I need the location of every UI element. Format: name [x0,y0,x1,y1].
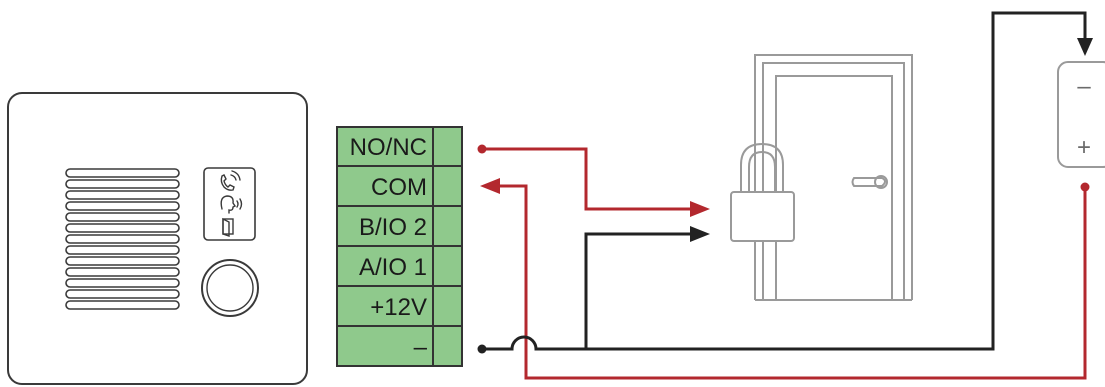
terminal-label-a-io1: A/IO 1 [359,254,427,281]
power-supply-plus-label: + [1077,134,1091,161]
power-supply-minus-label: – [1077,73,1091,100]
terminal-label-com: COM [371,174,427,201]
door-icon [754,54,913,301]
speaking-head-icon [220,195,243,214]
wire-psu-plus-to-com [480,178,1090,380]
phone-call-icon [220,170,241,191]
speaker-grille [65,168,180,310]
terminal-block [336,126,463,367]
terminal-label-no-nc: NO/NC [350,134,427,161]
terminal-label-12v: +12V [370,294,427,321]
call-button [201,259,259,317]
padlock-icon [730,142,795,242]
terminal-label-b-io2: B/IO 2 [359,214,427,241]
wire-no-nc-to-lock [477,144,710,217]
status-indicator-panel [203,167,256,241]
wire-ground-to-lock-and-psu [477,11,1093,354]
power-supply [1057,61,1105,168]
door-open-icon [222,217,234,237]
terminal-label-ground: – [414,334,428,361]
